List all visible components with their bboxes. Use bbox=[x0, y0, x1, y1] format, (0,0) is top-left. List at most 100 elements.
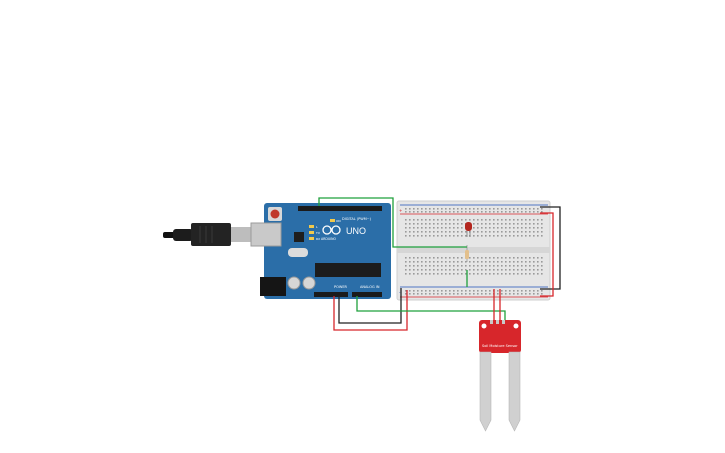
terminal-hole bbox=[409, 273, 411, 275]
rail-hole bbox=[481, 293, 483, 295]
terminal-hole bbox=[481, 261, 483, 263]
rail-hole bbox=[481, 211, 483, 213]
terminal-hole bbox=[497, 273, 499, 275]
terminal-hole bbox=[509, 261, 511, 263]
terminal-hole bbox=[461, 219, 463, 221]
digital-pin-header[interactable] bbox=[298, 206, 382, 211]
terminal-hole bbox=[541, 223, 543, 225]
terminal-hole bbox=[485, 261, 487, 263]
terminal-hole bbox=[493, 219, 495, 221]
terminal-hole bbox=[477, 261, 479, 263]
soil-moisture-sensor[interactable]: Soil Moisture Sensor bbox=[479, 320, 521, 432]
terminal-hole bbox=[493, 273, 495, 275]
terminal-hole bbox=[437, 231, 439, 233]
terminal-hole bbox=[473, 261, 475, 263]
terminal-hole bbox=[453, 235, 455, 237]
terminal-hole bbox=[537, 269, 539, 271]
terminal-hole bbox=[421, 219, 423, 221]
rail-hole bbox=[457, 293, 459, 295]
terminal-hole bbox=[485, 223, 487, 225]
rail-hole bbox=[449, 290, 451, 292]
arduino-brand-label: ARDUINO bbox=[321, 237, 337, 241]
terminal-hole bbox=[529, 227, 531, 229]
rail-hole bbox=[429, 290, 431, 292]
terminal-hole bbox=[505, 261, 507, 263]
terminal-hole bbox=[521, 227, 523, 229]
terminal-hole bbox=[541, 261, 543, 263]
terminal-hole bbox=[465, 231, 467, 233]
top-rail-plus-label: + bbox=[399, 208, 402, 213]
rail-hole bbox=[417, 208, 419, 210]
terminal-hole bbox=[493, 223, 495, 225]
rail-hole bbox=[537, 293, 539, 295]
terminal-hole bbox=[405, 231, 407, 233]
terminal-hole bbox=[457, 273, 459, 275]
terminal-hole bbox=[509, 223, 511, 225]
terminal-hole bbox=[465, 265, 467, 267]
terminal-hole bbox=[449, 273, 451, 275]
terminal-hole bbox=[453, 265, 455, 267]
wire-green-digital-to-led[interactable] bbox=[318, 197, 467, 248]
rail-hole bbox=[457, 211, 459, 213]
terminal-hole bbox=[453, 223, 455, 225]
wire-red-5v[interactable] bbox=[333, 290, 408, 331]
wire-black-rail-ground[interactable] bbox=[540, 206, 561, 290]
rail-hole bbox=[509, 211, 511, 213]
terminal-hole bbox=[413, 273, 415, 275]
wire-green-analog-signal[interactable] bbox=[356, 296, 506, 322]
terminal-hole bbox=[449, 219, 451, 221]
terminal-hole bbox=[489, 261, 491, 263]
terminal-hole bbox=[413, 223, 415, 225]
rail-hole bbox=[453, 293, 455, 295]
terminal-hole bbox=[405, 257, 407, 259]
analog-pin-header[interactable] bbox=[352, 292, 382, 297]
terminal-hole bbox=[405, 265, 407, 267]
rail-hole bbox=[445, 211, 447, 213]
analog-header-label: ANALOG IN bbox=[360, 285, 380, 289]
rail-hole bbox=[429, 293, 431, 295]
resistor[interactable] bbox=[465, 245, 469, 262]
terminal-hole bbox=[437, 269, 439, 271]
rail-hole bbox=[517, 208, 519, 210]
terminal-hole bbox=[453, 261, 455, 263]
wire-black-gnd[interactable] bbox=[338, 288, 402, 324]
terminal-hole bbox=[449, 231, 451, 233]
terminal-hole bbox=[433, 269, 435, 271]
arduino-uno-board[interactable]: L TX RX ON ARDUINO UNO DIGITAL (PWM~) PO… bbox=[250, 203, 391, 299]
terminal-hole bbox=[513, 223, 515, 225]
led-tx-label: TX bbox=[315, 231, 320, 235]
terminal-hole bbox=[417, 235, 419, 237]
terminal-hole bbox=[441, 273, 443, 275]
terminal-hole bbox=[541, 227, 543, 229]
terminal-hole bbox=[529, 235, 531, 237]
red-led[interactable] bbox=[465, 222, 472, 237]
terminal-hole bbox=[537, 227, 539, 229]
rail-hole bbox=[429, 211, 431, 213]
terminal-hole bbox=[517, 273, 519, 275]
terminal-hole bbox=[509, 231, 511, 233]
terminal-hole bbox=[465, 261, 467, 263]
rail-hole bbox=[485, 290, 487, 292]
rail-hole bbox=[489, 290, 491, 292]
terminal-hole bbox=[413, 257, 415, 259]
wire-red-rail-power[interactable] bbox=[540, 212, 554, 297]
sensor-probe-left bbox=[479, 351, 492, 432]
terminal-hole bbox=[493, 231, 495, 233]
terminal-hole bbox=[501, 257, 503, 259]
rail-hole bbox=[409, 208, 411, 210]
terminal-hole bbox=[521, 219, 523, 221]
usb-cable[interactable] bbox=[163, 223, 251, 246]
terminal-hole bbox=[405, 269, 407, 271]
terminal-hole bbox=[461, 269, 463, 271]
power-pin-header[interactable] bbox=[314, 292, 348, 297]
terminal-hole bbox=[485, 231, 487, 233]
terminal-hole bbox=[505, 269, 507, 271]
terminal-hole bbox=[489, 227, 491, 229]
reset-button[interactable] bbox=[270, 209, 280, 219]
breadboard[interactable]: + - bbox=[396, 200, 551, 301]
terminal-hole bbox=[457, 219, 459, 221]
rail-hole bbox=[405, 293, 407, 295]
terminal-hole bbox=[501, 223, 503, 225]
terminal-hole bbox=[477, 235, 479, 237]
